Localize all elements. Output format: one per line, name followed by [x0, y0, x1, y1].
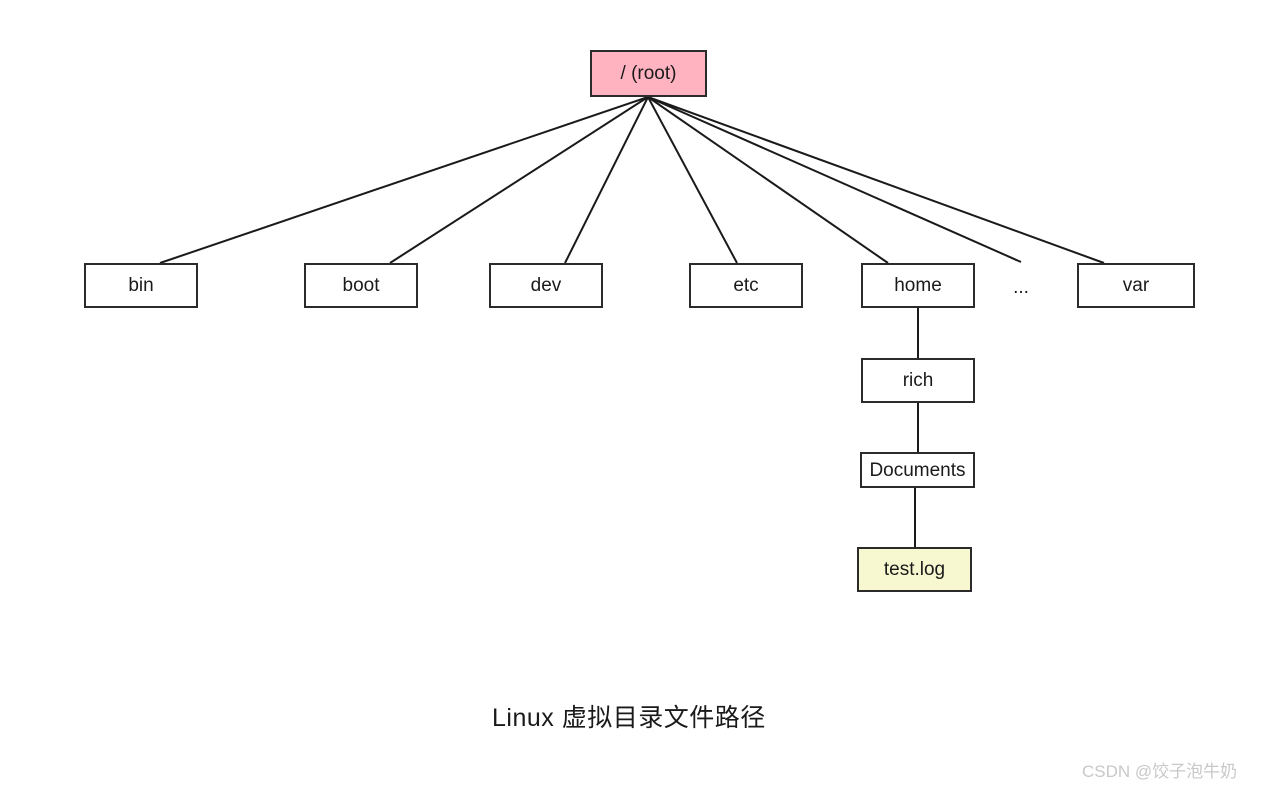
node-rich[interactable]: rich — [861, 358, 975, 403]
node-test-log[interactable]: test.log — [857, 547, 972, 592]
node-etc-label: etc — [733, 275, 759, 296]
node-root[interactable]: / (root) — [590, 50, 707, 97]
node-var-label: var — [1122, 275, 1150, 296]
node-documents-label: Documents — [869, 459, 966, 481]
node-dev-label: dev — [530, 275, 562, 296]
edge-root-to-etc — [647, 96, 738, 264]
diagram-caption: Linux 虚拟目录文件路径 — [492, 704, 766, 732]
edge-root-to-home — [647, 96, 889, 264]
edge-root-to-var — [647, 96, 1105, 264]
edge-root-to-dev — [564, 96, 649, 264]
node-home[interactable]: home — [861, 263, 975, 308]
node-bin-label: bin — [128, 275, 154, 296]
csdn-watermark: CSDN @饺子泡牛奶 — [1082, 762, 1238, 781]
edge-root-to-more — [647, 96, 1022, 263]
node-dev[interactable]: dev — [489, 263, 603, 308]
node-more-ellipsis: ... — [1003, 274, 1039, 300]
node-etc[interactable]: etc — [689, 263, 803, 308]
node-boot-label: boot — [342, 275, 380, 296]
node-more-label: ... — [1013, 276, 1029, 298]
node-boot[interactable]: boot — [304, 263, 418, 308]
edge-root-to-bin — [159, 96, 649, 264]
edge-root-to-boot — [389, 96, 649, 264]
node-test-log-label: test.log — [883, 559, 946, 580]
node-documents[interactable]: Documents — [860, 452, 975, 488]
node-bin[interactable]: bin — [84, 263, 198, 308]
node-var[interactable]: var — [1077, 263, 1195, 308]
node-home-label: home — [894, 275, 942, 296]
node-root-label: / (root) — [620, 63, 677, 84]
node-rich-label: rich — [902, 370, 934, 391]
